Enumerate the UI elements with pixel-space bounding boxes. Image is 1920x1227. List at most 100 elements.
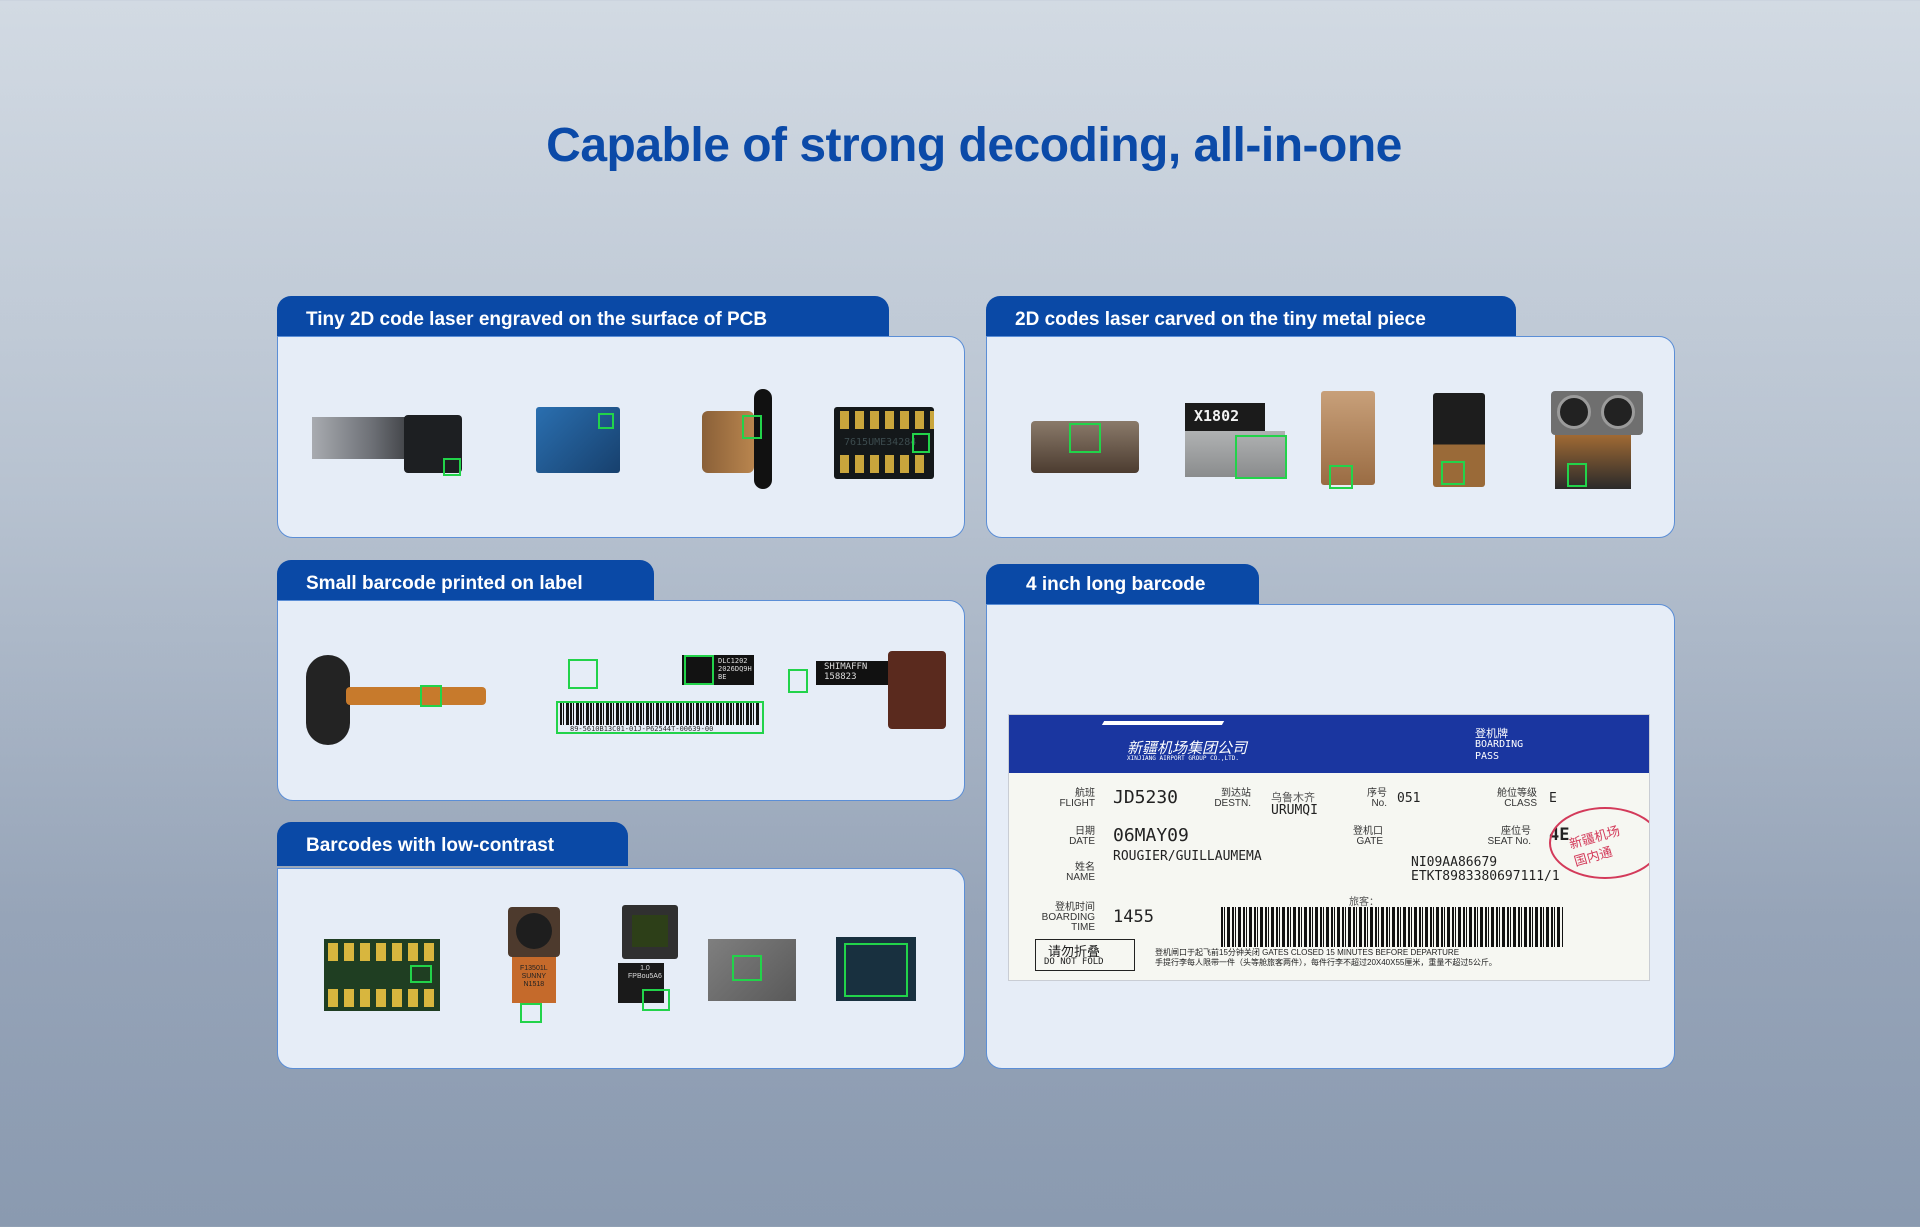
eticket-number: ETKT8983380697111/1 <box>1411 869 1560 884</box>
flex-label <box>816 661 896 685</box>
lens-icon <box>516 913 552 949</box>
class-label-en: CLASS <box>1504 798 1537 809</box>
barcode <box>560 703 760 725</box>
card-label: 2D codes laser carved on the tiny metal … <box>1015 309 1426 330</box>
name-value: ROUGIER/GUILLAUMEMA <box>1113 849 1262 864</box>
highlight-box <box>742 415 762 439</box>
flex-cable <box>346 687 486 705</box>
barcode-text: 89-5610B13C01-01J-P62544T-00639-00 <box>570 725 714 733</box>
boarding-time-value: 1455 <box>1113 907 1154 927</box>
highlight-box <box>788 669 808 693</box>
highlight-box <box>568 659 598 689</box>
doc-type: 登机牌 <box>1475 727 1508 740</box>
pcb-part-2 <box>536 407 620 473</box>
highlight-box <box>556 701 764 734</box>
card-panel: 7615UME34284 <box>277 336 965 538</box>
no-fold-cn: 请勿折叠 <box>1048 945 1101 960</box>
pcb-print: 7615UME34284 <box>844 437 917 448</box>
label-small <box>682 655 754 685</box>
stamp-text: 新疆机场 国内通 <box>1567 823 1622 871</box>
card-label: 4 inch long barcode <box>1026 574 1206 595</box>
doc-type-en: BOARDING PASS <box>1475 739 1524 762</box>
class-value: E <box>1549 791 1557 806</box>
boarding-pass: 新疆机场集团公司 XINJIANG AIRPORT GROUP CO.,LTD.… <box>1008 714 1650 981</box>
card-label: Small barcode printed on label <box>306 573 583 594</box>
highlight-box <box>598 413 614 429</box>
pcb-part-3b <box>754 389 772 489</box>
contrast-sensor-base <box>618 963 664 1003</box>
lens-icon <box>1557 395 1591 429</box>
pcb-part-3 <box>702 411 754 473</box>
pcb-part-1b <box>404 415 462 473</box>
flight-label: 航班 <box>1075 788 1095 799</box>
highlight-box <box>520 1003 542 1023</box>
contrast-part-1-pads-b <box>328 989 436 1007</box>
date-label-en: DATE <box>1069 836 1095 847</box>
page-title: Capable of strong decoding, all-in-one <box>546 119 1402 172</box>
highlight-box <box>732 955 762 981</box>
contrast-dark-chip <box>836 937 916 1001</box>
notice-line-1: 登机闸口于起飞前15分钟关闭 GATES CLOSED 15 MINUTES B… <box>1155 948 1460 957</box>
camera-label-text: F13501L SUNNY N1518 <box>520 965 548 988</box>
passenger-label: 旅客： <box>1349 897 1379 908</box>
flight-label-en: FLIGHT <box>1059 798 1095 809</box>
card-tab: Small barcode printed on label <box>277 560 654 604</box>
seat-label: 座位号 <box>1501 826 1531 837</box>
metal-part-1 <box>1031 421 1139 473</box>
ticket-number: NI09AA86679 <box>1411 855 1498 870</box>
company-name-en: XINJIANG AIRPORT GROUP CO.,LTD. <box>1127 755 1239 762</box>
flight-value: JD5230 <box>1113 787 1179 808</box>
card-tab: 4 inch long barcode <box>986 564 1259 606</box>
boarding-label: 登机时间 <box>1055 902 1095 913</box>
gate-label-en: GATE <box>1356 836 1383 847</box>
highlight-box <box>1329 465 1353 489</box>
pcb-part-1 <box>312 417 412 459</box>
red-stamp: 新疆机场 国内通 <box>1549 807 1649 879</box>
gate-label: 登机口 <box>1353 826 1383 837</box>
metal-part-2 <box>1185 403 1265 431</box>
card-tab: 2D codes laser carved on the tiny metal … <box>986 296 1516 340</box>
sensor-label-text: 1.0 FPBou5A6 <box>628 965 662 980</box>
contrast-sensor-core <box>632 915 668 947</box>
lens-icon <box>1601 395 1635 429</box>
seq-label: 序号 <box>1367 788 1387 799</box>
date-label: 日期 <box>1075 826 1095 837</box>
notice-line-2: 手提行李每人限带一件（头等舱旅客两件），每件行李不超过20X40X55厘米，重量… <box>1155 958 1497 967</box>
seq-value: 051 <box>1397 791 1421 806</box>
pcb-part-4-pads <box>840 455 926 473</box>
card-label: Small barcode printed on label DLC1202 2… <box>277 560 965 801</box>
destn-value: URUMQI <box>1271 803 1318 818</box>
no-fold-en: DO NOT FOLD <box>1044 957 1104 967</box>
metal-chip-label: X1802 <box>1194 407 1240 425</box>
flex-label-text: SHIMAFFN 158823 <box>824 662 868 682</box>
card-panel: X1802 <box>986 336 1675 538</box>
highlight-box <box>443 458 461 476</box>
boarding-pass-header: 新疆机场集团公司 XINJIANG AIRPORT GROUP CO.,LTD.… <box>1009 715 1649 773</box>
highlight-box <box>1069 423 1101 453</box>
contrast-part-1-pads <box>328 943 436 961</box>
company-name: 新疆机场集团公司 <box>1127 739 1248 757</box>
highlight-box <box>642 989 670 1011</box>
highlight-box <box>420 685 442 707</box>
name-label: 姓名 <box>1075 862 1095 873</box>
highlight-box <box>844 943 908 997</box>
boarding-pass-barcode <box>1221 907 1563 947</box>
date-value: 06MAY09 <box>1113 825 1189 846</box>
fingerprint-sensor <box>306 655 350 745</box>
contrast-chip <box>708 939 796 1001</box>
name-label-en: NAME <box>1066 872 1095 883</box>
seq-label-en: No. <box>1371 798 1387 809</box>
label-small-text: DLC1202 2026DQ9H BE <box>718 657 752 681</box>
destn-label: 到达站 <box>1221 788 1251 799</box>
card-label: Barcodes with low-contrast <box>306 835 555 856</box>
contrast-camera-flex <box>512 957 556 1003</box>
card-tab: Barcodes with low-contrast <box>277 822 628 866</box>
highlight-box <box>912 433 930 453</box>
card-metal: 2D codes laser carved on the tiny metal … <box>986 296 1675 538</box>
destn-value-cn: 乌鲁木齐 <box>1271 791 1315 804</box>
card-panel: DLC1202 2026DQ9H BE 89-5610B13C01-01J-P6… <box>277 600 965 801</box>
card-pcb: Tiny 2D code laser engraved on the surfa… <box>277 296 965 538</box>
seat-label-en: SEAT No. <box>1487 836 1531 847</box>
highlight-box <box>410 965 432 983</box>
boarding-label-en: BOARDING TIME <box>1041 912 1095 933</box>
